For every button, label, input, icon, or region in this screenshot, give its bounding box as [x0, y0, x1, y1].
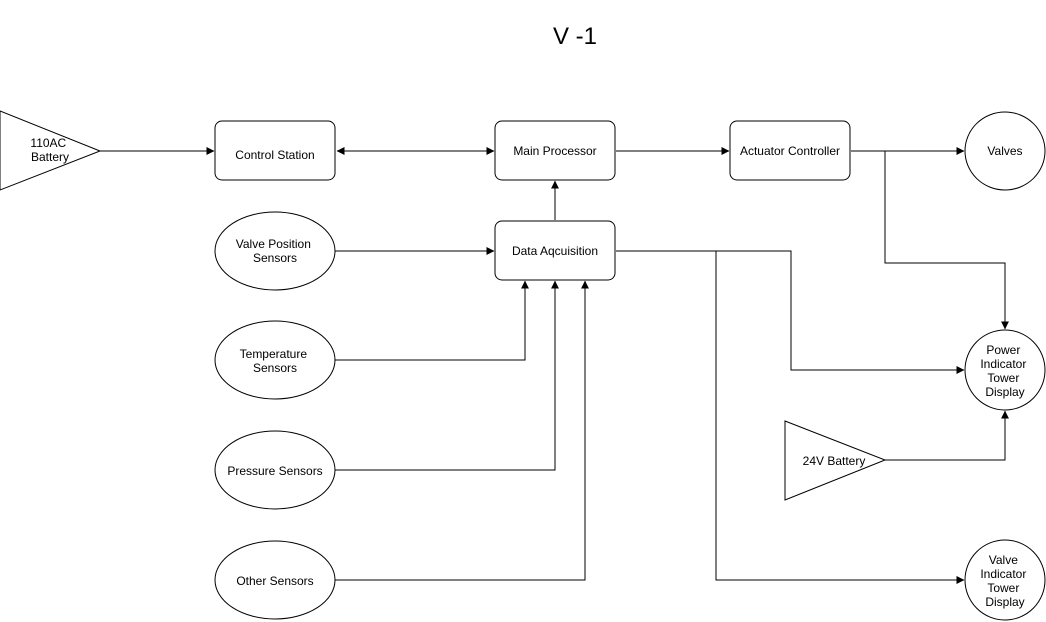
node-label: Valves: [987, 144, 1022, 158]
node-other-sensors: Other Sensors: [214, 540, 336, 620]
node-label: Pressure Sensors: [227, 464, 322, 478]
node-24v-battery: 24V Battery: [784, 420, 887, 501]
node-actuator-controller: Actuator Controller: [729, 120, 851, 181]
edge-temperature-sensors-to-data-acquisition: [335, 280, 529, 361]
node-power-indicator-tower-display: Power Indicator Tower Display: [964, 329, 1046, 411]
node-valves: Valves: [964, 111, 1046, 191]
diagram-title: V -1: [553, 23, 597, 50]
node-control-station: Control Station: [214, 120, 336, 181]
node-label: Data Aqcuisition: [512, 244, 598, 258]
node-label: Power Indicator Tower Display: [980, 343, 1029, 399]
node-label: Control Station: [235, 148, 314, 162]
edge-data-acquisition-to-power-indicator: [616, 250, 965, 374]
node-data-acquisition: Data Aqcuisition: [494, 220, 616, 281]
edge-actuator-controller-to-power-indicator: [884, 151, 1009, 330]
node-label: Main Processor: [513, 144, 596, 158]
edge-24v-battery-to-power-indicator: [885, 410, 1009, 461]
node-label: Temperature Sensors: [240, 347, 311, 375]
node-valve-indicator-tower-display: Valve Indicator Tower Display: [964, 539, 1046, 621]
node-110ac-battery: 110AC Battery: [0, 110, 102, 191]
node-label: 110AC Battery: [30, 136, 69, 164]
node-label: Valve Position Sensors: [236, 237, 315, 265]
edge-pressure-sensors-to-data-acquisition: [335, 280, 559, 471]
edge-data-acquisition-to-valve-indicator: [715, 251, 965, 584]
node-label: Actuator Controller: [740, 144, 840, 158]
node-pressure-sensors: Pressure Sensors: [214, 430, 336, 510]
node-main-processor: Main Processor: [494, 120, 616, 181]
edge-other-sensors-to-data-acquisition: [335, 280, 589, 581]
node-valve-position-sensors: Valve Position Sensors: [214, 211, 336, 291]
node-label: 24V Battery: [803, 454, 866, 468]
node-label: Valve Indicator Tower Display: [980, 553, 1029, 609]
connectors: [100, 147, 1009, 584]
node-temperature-sensors: Temperature Sensors: [214, 320, 336, 400]
node-label: Other Sensors: [236, 574, 313, 588]
